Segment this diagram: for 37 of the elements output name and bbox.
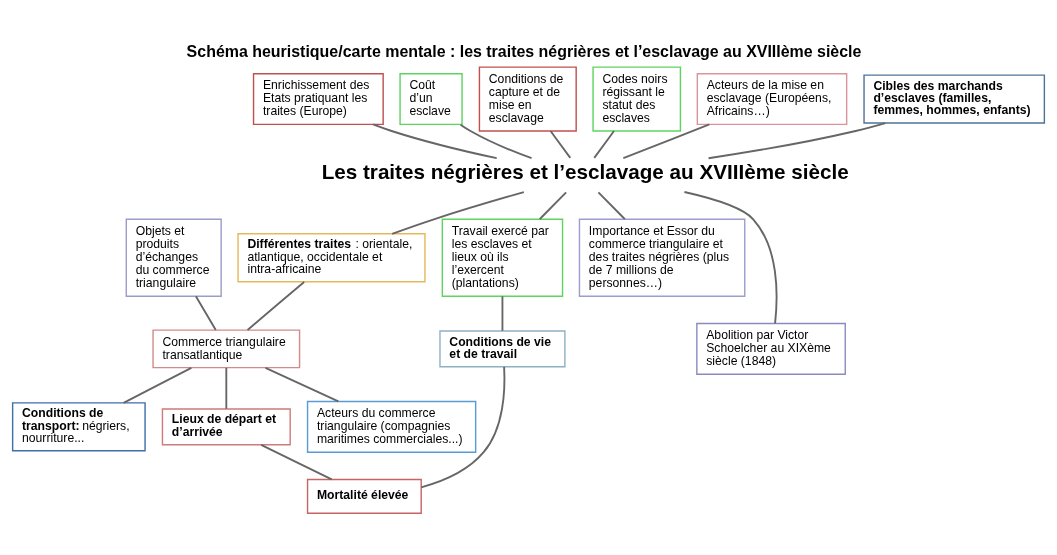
node-box: Différentes traites: orientale, atlantique, occidentale et intra-africaine [237, 233, 426, 283]
connector [264, 366, 340, 403]
node-box: Objets et produits d’échanges du commerce triangulaire [125, 218, 222, 297]
node-box: Conditions de vie et de travail [439, 330, 566, 368]
connector [122, 366, 193, 404]
node-box: Abolition par Victor Schoelcher au XIXème siècle (1848) [696, 322, 846, 375]
node-box: Conditions de capture et de mise en esclavage [478, 66, 577, 132]
node-box: Travail exercé par les esclaves et lieux où ils l’exercent (plantations) [441, 218, 564, 297]
connector [501, 295, 504, 332]
connector [707, 122, 887, 160]
node-box: Acteurs de la mise en esclavage (Européens, Africains…) [696, 73, 848, 126]
connector [372, 123, 498, 160]
connector [391, 191, 525, 235]
connector [622, 123, 711, 160]
connector [194, 295, 217, 332]
connector [420, 365, 506, 489]
node-box: Mortalité élevée [306, 478, 422, 514]
connector [683, 191, 778, 325]
connector [597, 191, 626, 221]
connector [246, 281, 306, 331]
connector [593, 130, 615, 159]
node-box: Cibles des marchands d’esclaves (familles, femmes, hommes, enfants) [863, 74, 1046, 124]
node-box: Acteurs du commerce triangulaire (compagnies maritimes commerciales...) [306, 400, 477, 453]
diagram-title: Schéma heuristique/carte mentale : les traites négrières et l’esclavage au XVIIIème siècle [186, 43, 862, 61]
node-box: Commerce triangulaire transatlantique [152, 329, 301, 369]
connector [225, 366, 228, 410]
node-box: Conditions de transport: négriers, nourriture... [11, 402, 146, 452]
connector [260, 443, 333, 481]
node-text: Les traites négrières et l’esclavage au XVIIIème siècle [321, 160, 849, 184]
connector [538, 191, 568, 221]
node-box: Importance et Essor du commerce triangulaire et des traites négrières (plus de 7 millions de personnes…) [578, 218, 746, 297]
node-box: Coût d’un esclave [399, 73, 463, 126]
connector [549, 130, 572, 159]
node-box: Enrichissement des Etats pratiquant les traites (Europe) [252, 73, 384, 126]
connector [459, 123, 533, 160]
node-box: Codes noirs régissant le statut des esclaves [592, 66, 682, 132]
node-box: Lieux de départ et d’arrivée [161, 408, 291, 446]
